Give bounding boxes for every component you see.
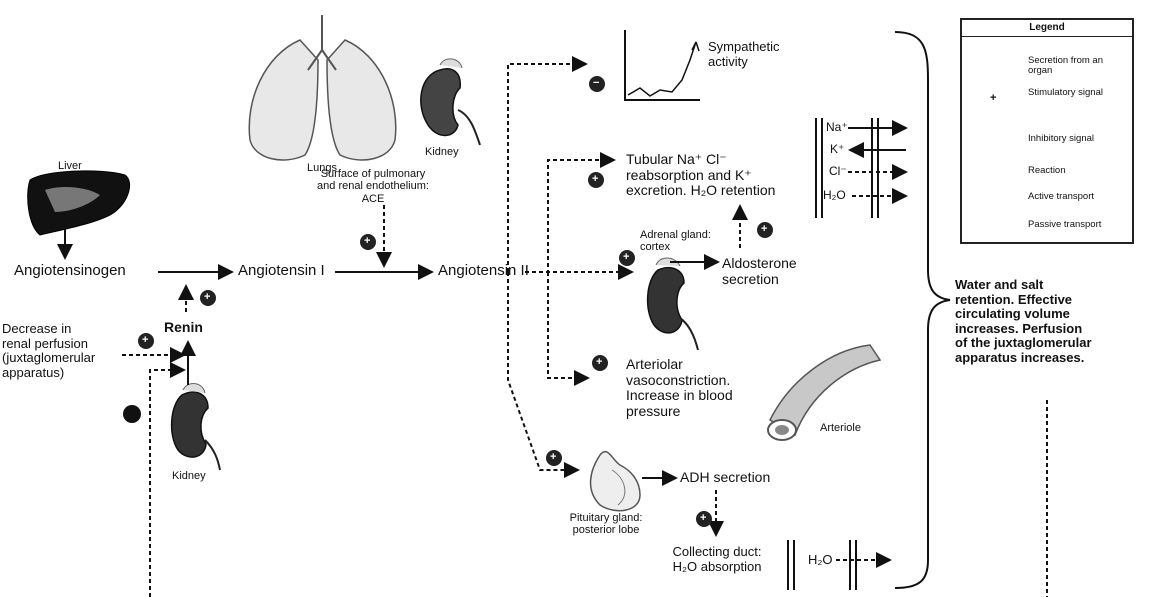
kidney-top-label: Kidney xyxy=(425,146,459,158)
pituitary-illustration xyxy=(591,452,640,511)
outcome-brace xyxy=(895,32,950,588)
sign-plus-aldosterone: + xyxy=(761,223,767,235)
sign-plus-perfusion: + xyxy=(142,334,148,346)
angiotensin2-label: Angiotensin II xyxy=(438,263,529,280)
angiotensinogen-label: Angiotensinogen xyxy=(14,263,126,280)
legend-item-inhibitory: Inhibitory signal xyxy=(968,134,1128,160)
ace-label: Surface of pulmonary and renal endotheli… xyxy=(300,168,446,205)
arrow-to-arteriolar xyxy=(548,272,588,378)
collecting-duct-label: Collecting duct: H₂O absorption xyxy=(654,545,780,574)
ion-h2o-duct: H₂O xyxy=(808,553,833,568)
tubular-label: Tubular Na⁺ Cl⁻ reabsorption and K⁺ excr… xyxy=(626,152,775,199)
collecting-duct-membrane xyxy=(788,540,890,590)
liver-label: Liver xyxy=(58,160,82,172)
arteriole-label: Arteriole xyxy=(820,422,861,434)
ion-k: K⁺ xyxy=(830,143,844,156)
legend-item-secretion: Secretion from an organ xyxy=(968,56,1128,82)
ion-h2o: H₂O xyxy=(823,189,846,202)
kidney-bottom-label: Kidney xyxy=(172,470,206,482)
sympathetic-chart xyxy=(625,30,700,100)
ion-cl: Cl⁻ xyxy=(829,165,847,178)
legend-item-active-transport: Active transport xyxy=(968,192,1128,218)
legend: Legend Secretion from an organ + Stimula… xyxy=(960,18,1134,244)
ion-na: Na⁺ xyxy=(826,121,848,134)
aldosterone-label: Aldosterone secretion xyxy=(722,256,797,287)
kidney-bottom-illustration xyxy=(172,384,220,470)
legend-item-passive-transport: Passive transport xyxy=(968,220,1128,246)
adh-label: ADH secretion xyxy=(680,470,770,486)
legend-title: Legend xyxy=(962,20,1132,37)
sign-plus-renin: + xyxy=(204,291,210,303)
legend-item-reaction: Reaction xyxy=(968,166,1128,192)
angiotensin1-label: Angiotensin I xyxy=(238,263,325,280)
lungs-illustration xyxy=(249,15,396,160)
sign-plus-tubular: + xyxy=(592,173,598,185)
adrenal-label: Adrenal gland: cortex xyxy=(640,229,718,254)
renin-label: Renin xyxy=(164,320,203,336)
sympathetic-label: Sympathetic activity xyxy=(708,40,780,69)
legend-plus-symbol: + xyxy=(990,92,996,104)
outcome-text: Water and salt retention. Effective circ… xyxy=(955,278,1092,365)
sign-minus-sympathetic: − xyxy=(593,77,599,89)
sign-plus-arteriolar: + xyxy=(596,356,602,368)
sign-plus-adrenal: + xyxy=(623,251,629,263)
legend-item-stimulatory: + Stimulatory signal xyxy=(968,88,1128,114)
sign-plus-pituitary: + xyxy=(550,451,556,463)
sign-plus-collecting: + xyxy=(700,512,706,524)
arteriolar-label: Arteriolar vasoconstriction. Increase in… xyxy=(626,357,733,420)
pituitary-label: Pituitary gland: posterior lobe xyxy=(556,512,656,537)
arrow-to-pituitary xyxy=(508,272,578,470)
kidney-top-illustration xyxy=(421,59,480,145)
liver-illustration xyxy=(28,171,130,235)
sign-plus-ace: + xyxy=(364,235,370,247)
perfusion-label: Decrease in renal perfusion (juxtaglomer… xyxy=(2,322,95,380)
adrenal-kidney-illustration xyxy=(648,258,698,350)
